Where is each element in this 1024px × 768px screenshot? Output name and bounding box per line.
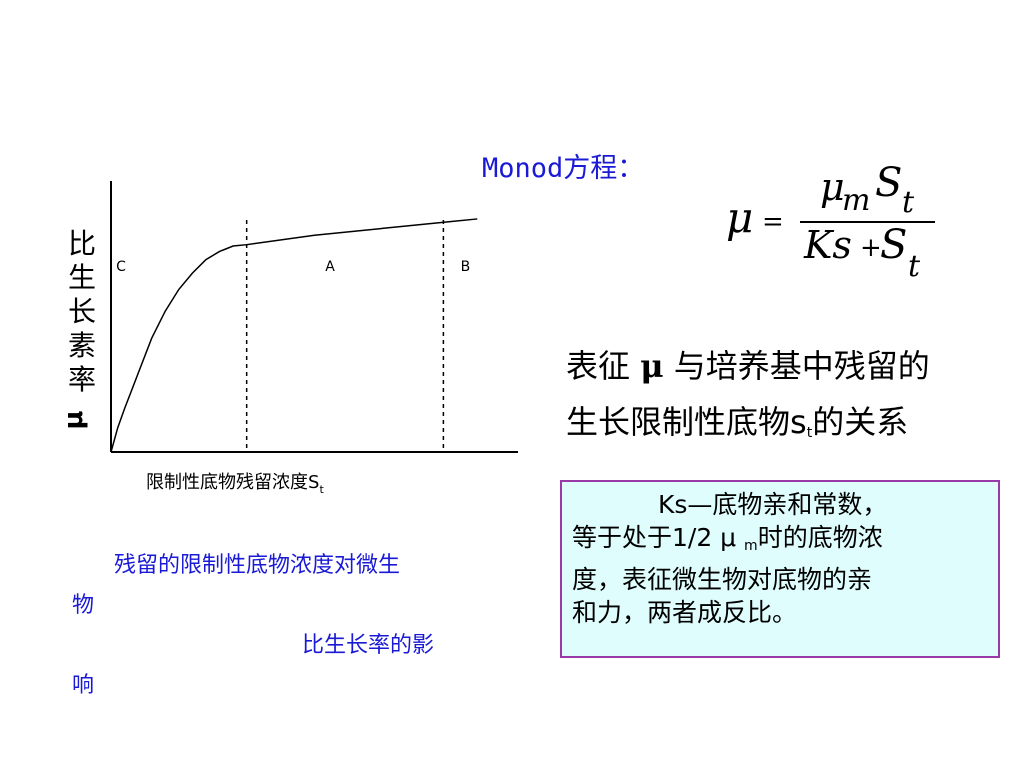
formula-den-Ks: Ks [803, 223, 852, 267]
formula-num-t: t [902, 185, 915, 220]
ks-line-2: 等于处于1/2 μ m时的底物浓 [572, 521, 988, 563]
ks-line-2-a: 等于处于1/2 μ [572, 523, 745, 552]
y-axis-label-char: 率 [68, 363, 96, 396]
region-label: A [325, 259, 335, 275]
series-line [110, 218, 478, 453]
monod-formula: μ = μ m S t Ks + S t [726, 160, 935, 284]
formula-num-mu: μ [820, 165, 845, 209]
caption-line-3: 比生长率的影 [302, 633, 435, 658]
ks-line-4: 和力，两者成反比。 [572, 598, 798, 627]
relation-text: 表征 μ 与培养基中残留的 生长限制性底物st的关系 [566, 338, 1016, 461]
caption-line-2: 物 [72, 593, 95, 618]
y-axis-label-char: 长 [68, 295, 96, 328]
relation-part4: 的关系 [812, 403, 909, 441]
formula-num-m: m [842, 183, 870, 218]
region-dividers [245, 220, 445, 452]
relation-line-1: 表征 μ 与培养基中残留的 [566, 338, 1016, 394]
x-axis-label: 限制性底物残留浓度St [146, 472, 324, 496]
ks-line-1: Ks—底物亲和常数， [572, 488, 988, 521]
formula-den-plus: + [860, 233, 882, 263]
relation-line-2: 生长限制性底物st的关系 [566, 394, 1016, 461]
y-axis-label-char: 素 [68, 329, 96, 362]
relation-part1: 表征 [566, 347, 641, 385]
region-label: B [461, 259, 471, 275]
ks-line-1-text: Ks—底物亲和常数， [658, 490, 888, 519]
formula-num-S: S [875, 160, 902, 206]
formula-den-S: S [880, 222, 907, 268]
chart-caption: 残留的限制性底物浓度对微生 物 比生长率的影 响 [72, 546, 492, 706]
relation-mu: μ [640, 347, 664, 385]
y-axis-symbol: μ [60, 410, 89, 429]
ks-line-2-sub: m [744, 538, 758, 554]
monod-title: Monod方程： [482, 153, 645, 184]
y-axis-label-char: 比 [68, 227, 96, 260]
relation-subscript: t [806, 425, 813, 441]
ks-line-2-b: 时的底物浓 [757, 523, 883, 552]
caption-line-1: 残留的限制性底物浓度对微生 [114, 553, 401, 578]
relation-part2: 与培养基中残留的 [663, 347, 930, 385]
ks-line-3: 度，表征微生物对底物的亲 [572, 565, 873, 594]
x-axis-label-sub: t [319, 483, 324, 496]
relation-part3: 生长限制性底物s [566, 403, 807, 441]
y-axis-label-char: 生 [68, 261, 96, 294]
ks-definition-box: Ks—底物亲和常数， 等于处于1/2 μ m时的底物浓 度，表征微生物对底物的亲… [560, 480, 1000, 658]
formula-lhs-mu: μ [726, 193, 753, 242]
formula-den-t: t [908, 249, 921, 284]
region-label: C [116, 259, 126, 275]
x-axis-label-text: 限制性底物残留浓度S [146, 472, 319, 493]
caption-line-4: 响 [72, 673, 95, 698]
formula-equals: = [762, 207, 784, 237]
